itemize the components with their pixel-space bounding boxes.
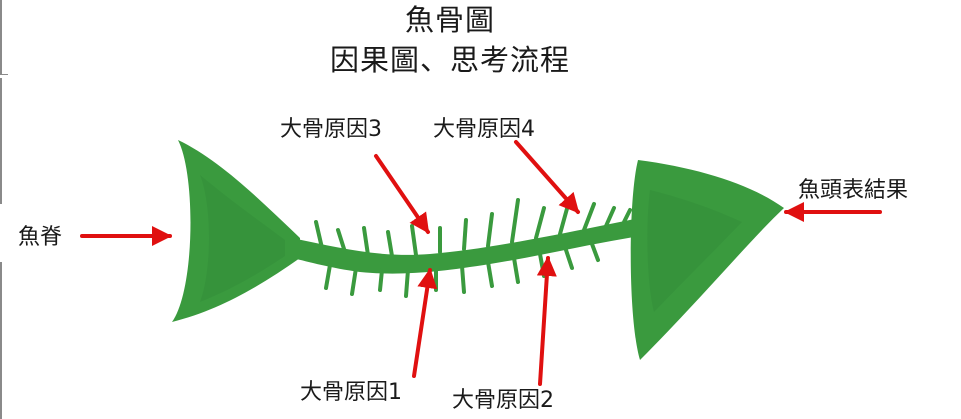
fish-head-shade — [647, 190, 742, 312]
label-cause4: 大骨原因4 — [433, 117, 535, 142]
label-cause3: 大骨原因3 — [280, 117, 382, 142]
arrow-cause2 — [536, 256, 557, 386]
fish-ribs — [314, 198, 632, 298]
arrow-cause3 — [374, 154, 430, 234]
left-border-tick — [0, 74, 8, 75]
arrow-cause1 — [412, 268, 438, 378]
arrow-cause4 — [514, 140, 580, 214]
label-cause1: 大骨原因1 — [300, 380, 402, 405]
left-border-line-top — [0, 0, 2, 74]
diagram-subtitle: 因果圖、思考流程 — [329, 43, 570, 77]
annotation-arrows — [80, 140, 882, 386]
left-border-line-middle — [0, 78, 2, 204]
label-spine: 魚脊 — [18, 225, 63, 250]
label-cause2: 大骨原因2 — [452, 388, 554, 413]
fish-tail-shade — [200, 175, 285, 302]
label-head: 魚頭表結果 — [798, 178, 909, 203]
left-border-line-bottom — [0, 262, 2, 419]
diagram-title: 魚骨圖 — [404, 3, 495, 37]
fish-spine — [292, 218, 640, 274]
